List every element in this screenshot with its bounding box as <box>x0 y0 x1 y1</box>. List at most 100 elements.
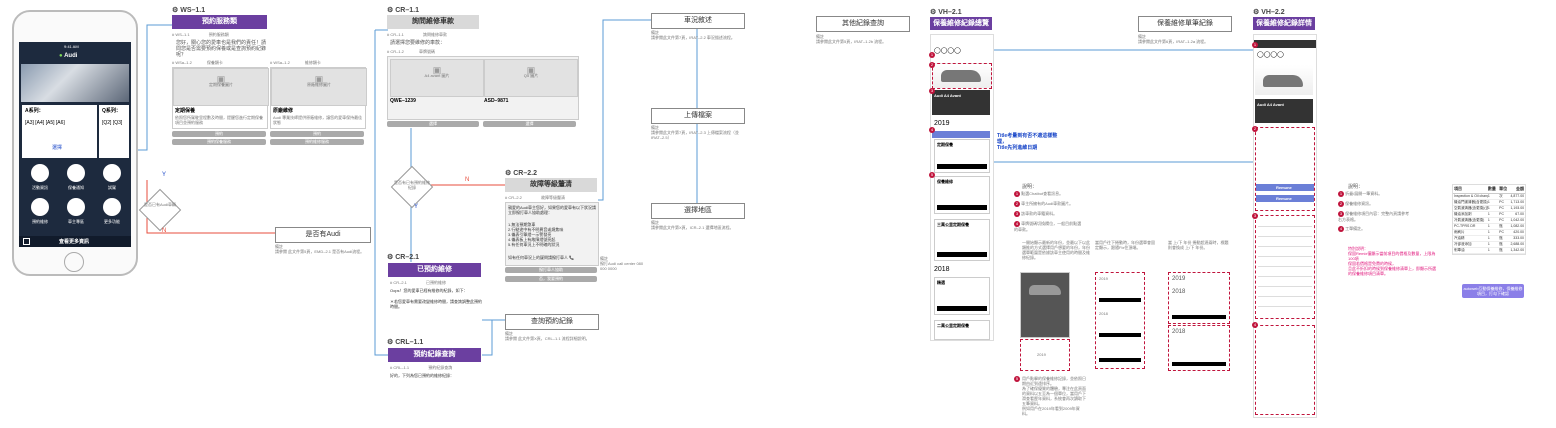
vh21-note-3: 3 該車款的車籍資料。 <box>1014 211 1084 217</box>
model-q3[interactable]: [Q3] <box>112 120 123 126</box>
record-title: 三萬公里定期保養 <box>937 222 969 227</box>
record-button[interactable] <box>937 306 987 311</box>
meta-id: # CR–2.1 <box>390 280 407 285</box>
grid-item-maintenance-notice[interactable]: 保養通知 <box>62 164 90 190</box>
ws-card1-button[interactable]: 預約 <box>172 131 266 137</box>
ws-card2-button2[interactable]: 預約維修服務 <box>270 139 364 145</box>
header-unit: 單位 <box>1499 186 1508 191</box>
home-button[interactable] <box>64 252 84 272</box>
select-link[interactable]: 選擇 <box>52 145 63 151</box>
record-card-0[interactable]: 定期保養 <box>934 139 990 173</box>
grid-item-owner-zone[interactable]: 車主專區 <box>62 198 90 224</box>
cr11-card-meta: # CR–1.2 車牌號碼 <box>387 49 577 54</box>
autoweb-button[interactable]: autoweb互動保養維修，保養維修項目，打勾下確認 <box>1462 284 1524 298</box>
decision-has-audi-text: 是否已有Audi車輛 <box>143 202 176 207</box>
record-button[interactable] <box>937 252 987 257</box>
table-cell: 冷卻液添加 <box>1454 242 1472 246</box>
grid-item-test-drive[interactable]: 試駕 <box>98 164 126 190</box>
car1-select-button[interactable]: 選擇 <box>387 121 479 127</box>
book-button[interactable]: 否，我要預約 <box>505 276 597 282</box>
table-cell: 汽油精 <box>1454 236 1465 240</box>
model-a5[interactable]: [A5] <box>45 120 55 126</box>
marker-4: 4 <box>1014 221 1020 227</box>
ws-card2-button[interactable]: 預約 <box>270 131 364 137</box>
record-button[interactable] <box>937 164 987 169</box>
table-cell: 1 <box>1487 206 1490 210</box>
audi-logo-icon: ◯◯◯◯ <box>934 48 961 54</box>
record-card-1[interactable]: 保養維修 <box>934 176 990 214</box>
car2-image: ▣ Q5 圖片 <box>484 59 578 97</box>
cr21-tag: ⚙ CR–2.1 <box>387 253 419 261</box>
table-cell: 1 <box>1487 212 1490 216</box>
bottom-label[interactable]: 查看更多資訊 <box>59 239 90 245</box>
model-q2[interactable]: [Q2] <box>102 120 112 126</box>
cr22-list-3: 4.儀表板上有故障燈號亮起 <box>508 237 556 242</box>
model-a6[interactable]: [A6] <box>55 120 65 126</box>
year-tab-active[interactable] <box>932 131 990 138</box>
image-icon: ▣ <box>432 65 442 75</box>
items-section[interactable] <box>1255 215 1315 319</box>
remune-label: Remune <box>1276 196 1292 201</box>
call-button[interactable]: 撥打車人協助 <box>505 267 597 273</box>
bot-icon: ⚙ <box>505 170 512 177</box>
table-cell: 瓶 <box>1499 236 1503 240</box>
feature-grid: 活動資訊 保養通知 試駕 預約維修 車主專區 更多功能 <box>22 162 130 232</box>
meta-name: 詢問維修車款 <box>423 32 448 37</box>
cr11-desc: 請選擇您要維修的車款： <box>390 40 446 46</box>
table-cell: 420.00 <box>1513 230 1525 234</box>
grid-label: 試駕 <box>108 185 116 190</box>
flow-note-upload: 備註 請參閱此文件第7頁，IRAT–2.3 上傳檔案流程（並 IRAT–2.5） <box>651 125 739 140</box>
record-button <box>1099 358 1141 362</box>
car-info-panel: Audi A4 Avant <box>932 90 990 115</box>
model-a4[interactable]: [A4] <box>35 120 45 126</box>
record-card-3[interactable]: 精選 <box>934 277 990 315</box>
bot-icon: ⚙ <box>1253 9 1260 16</box>
marker-4: 4 <box>929 127 935 133</box>
ws-tag: ⚙ WS–1.1 <box>172 6 205 14</box>
item-row <box>1258 306 1312 307</box>
vh22-note-3: 3 保養維修項目內容：完整內頁請參考右方表格。 <box>1338 211 1410 222</box>
mini-year: 2019 <box>1099 276 1108 281</box>
series-card-a[interactable]: A系列： [A3] [A4] [A5] [A6] 選擇 <box>22 105 97 158</box>
record-button[interactable] <box>937 205 987 210</box>
no-audi-box: 是否有Audi <box>275 227 371 243</box>
car-name: Audi A4 Avant <box>1257 102 1284 107</box>
table-cell: PC <box>1499 230 1505 234</box>
meta-id: # CRL–1.1 <box>390 365 410 370</box>
bottom-bar[interactable]: 查看更多資訊 <box>19 236 131 247</box>
ws-card1-button2[interactable]: 預約保養服務 <box>172 139 266 145</box>
vh21-screen: ◯◯◯◯ Audi A4 Avant 2019 定期保養 保養維修 三萬公里定期… <box>930 34 994 341</box>
meta-id: # WSa–1.2 <box>172 60 192 65</box>
vh21-warning: Title考量到有否不適這樣整理， Title先列進維日期 <box>997 133 1058 151</box>
record-title: 精選 <box>937 280 945 285</box>
remarks-section[interactable] <box>1255 325 1315 415</box>
query-booking-box: 查詢預約紀錄 <box>505 314 599 330</box>
record-button <box>1099 333 1141 337</box>
vh21-note-1: 1 點選Chatbot查看訊息。 <box>1014 191 1084 197</box>
model-a3[interactable]: [A3] <box>25 120 34 126</box>
car2-select-button[interactable]: 選擇 <box>483 121 576 127</box>
mini-year: 2018 <box>1172 289 1186 295</box>
phone-screen: 9:41 AM ● Audi A系列： [A3] [A4] [A5] [A6] … <box>19 42 131 247</box>
grid-item-book-repair[interactable]: 預約維修 <box>26 198 54 224</box>
meta-id: # WSa–1.2 <box>270 60 290 65</box>
car1-img-label: A4 avant 圖片 <box>424 73 450 78</box>
series-card-q[interactable]: Q系列： [Q2] [Q3] <box>99 105 129 158</box>
record-title: 定期保養 <box>937 142 953 147</box>
car-info-panel: Audi A4 Avant <box>1255 99 1313 123</box>
owner-zone-icon <box>67 198 85 216</box>
item-row <box>1258 296 1312 297</box>
cr21-desc: Oops！您的愛車已經有維修的紀錄，如下： <box>390 288 468 293</box>
grid-item-events[interactable]: 活動資訊 <box>26 164 54 190</box>
series-q-models: [Q2] [Q3] <box>102 120 122 126</box>
keyboard-icon[interactable] <box>23 238 30 245</box>
record-card-2[interactable]: 三萬公里定期保養 <box>934 219 990 261</box>
table-header: 項目 數量 單位 金額 <box>1453 185 1525 194</box>
record-card-4[interactable]: 二萬公里定期保養 <box>934 320 990 340</box>
notice-icon <box>67 164 85 182</box>
mini-screen-3: 2019 2018 <box>1168 272 1230 324</box>
grid-item-more[interactable]: 更多功能 <box>98 198 126 224</box>
info-section[interactable]: Remune Remune <box>1255 127 1315 211</box>
